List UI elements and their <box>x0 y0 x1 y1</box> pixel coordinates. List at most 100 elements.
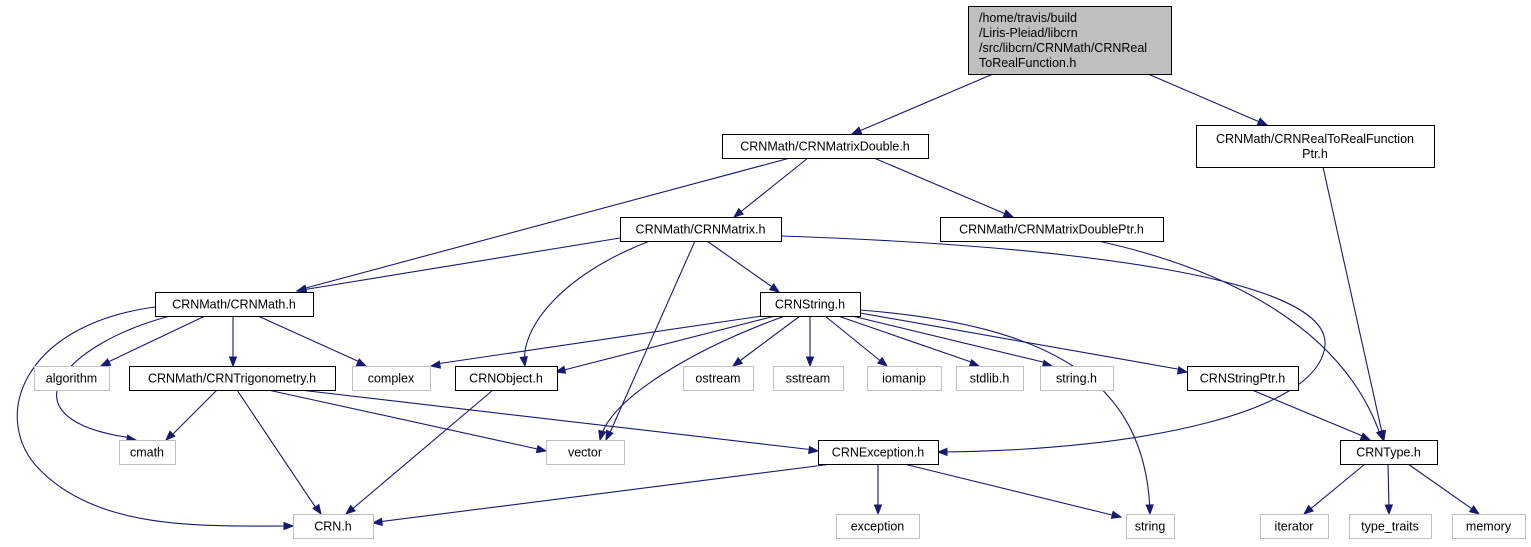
edge-root-to-rrfptr <box>1147 73 1269 126</box>
node-label-line: /home/travis/build <box>979 11 1077 25</box>
node-type[interactable]: CRNType.h <box>1340 440 1438 465</box>
edge-line <box>859 309 1151 512</box>
node-matrix[interactable]: CRNMath/CRNMatrix.h <box>620 217 782 242</box>
arrowhead <box>876 356 889 367</box>
arrowhead <box>873 504 883 516</box>
node-label-line: vector <box>568 446 602 460</box>
edge-matrix-to-math <box>295 237 621 294</box>
node-object[interactable]: CRNObject.h <box>455 366 558 391</box>
edge-type-to-memory <box>1407 463 1481 515</box>
node-box <box>818 440 939 465</box>
node-box <box>956 366 1024 391</box>
node-box <box>940 217 1164 242</box>
arrowhead <box>1359 432 1372 441</box>
edge-line <box>524 240 651 364</box>
edge-string_h-to-vector <box>598 315 786 442</box>
node-exception_h[interactable]: CRNException.h <box>818 440 939 465</box>
edge-trig-to-vector <box>267 389 548 454</box>
edge-trig-to-exception_h <box>299 389 820 455</box>
edge-line <box>257 315 363 364</box>
edge-root-to-matrixdouble <box>850 73 994 135</box>
edge-exception_h-to-crn <box>371 463 833 526</box>
edge-line <box>856 73 994 133</box>
node-label-line: CRNMath/CRNMatrixDoublePtr.h <box>959 223 1144 237</box>
edge-line <box>1307 463 1366 512</box>
node-box <box>455 366 558 391</box>
node-crn[interactable]: CRN.h <box>293 514 374 539</box>
node-matrixdoubleptr[interactable]: CRNMath/CRNMatrixDoublePtr.h <box>940 217 1164 242</box>
arrowhead <box>312 503 322 516</box>
edge-string_h-to-complex <box>429 315 763 369</box>
arrowhead <box>968 358 981 367</box>
node-complex[interactable]: complex <box>352 366 431 391</box>
node-cstring[interactable]: string.h <box>1040 366 1114 391</box>
arrowhead <box>228 356 238 368</box>
edge-line <box>435 315 763 365</box>
node-label-line: CRNString.h <box>775 298 845 312</box>
edge-string_h-to-string <box>859 309 1154 516</box>
edge-math-to-algorithm <box>99 315 206 367</box>
node-math[interactable]: CRNMath/CRNMath.h <box>155 292 314 317</box>
node-label-line: type_traits <box>1361 520 1419 534</box>
edge-line <box>301 157 791 290</box>
edge-line <box>377 463 833 523</box>
node-stringptr[interactable]: CRNStringPtr.h <box>1187 366 1299 391</box>
node-string_h[interactable]: CRNString.h <box>760 292 861 317</box>
edge-line <box>1097 240 1382 438</box>
arrowhead <box>283 521 295 531</box>
node-iterator[interactable]: iterator <box>1260 514 1329 539</box>
edge-line <box>873 157 1009 216</box>
node-algorithm[interactable]: algorithm <box>34 366 110 391</box>
node-string[interactable]: string <box>1126 514 1175 539</box>
arrowhead <box>535 444 548 454</box>
node-trig[interactable]: CRNMath/CRNTrigonometry.h <box>129 366 336 391</box>
node-label-line: CRNObject.h <box>469 372 543 386</box>
arrowhead <box>605 429 614 442</box>
arrowhead <box>1110 510 1123 519</box>
node-stdlib[interactable]: stdlib.h <box>956 366 1024 391</box>
node-box <box>119 440 176 465</box>
arrowhead <box>936 447 948 457</box>
node-label-line: string.h <box>1056 372 1097 386</box>
edge-object-to-crn <box>344 389 494 515</box>
edge-line <box>16 306 290 527</box>
node-iomanip[interactable]: iomanip <box>867 366 942 391</box>
edge-line <box>169 389 218 438</box>
node-label-line: sstream <box>786 372 830 386</box>
node-label-line: memory <box>1466 520 1512 534</box>
edge-matrixdouble-to-matrixdoubleptr <box>873 157 1015 218</box>
node-box <box>1126 514 1175 539</box>
arrowhead <box>768 283 781 293</box>
node-matrixdouble[interactable]: CRNMath/CRNMatrixDouble.h <box>722 134 929 159</box>
arrowhead <box>1302 504 1315 515</box>
arrowhead <box>1002 209 1015 218</box>
node-exception[interactable]: exception <box>836 514 920 539</box>
node-root[interactable]: /home/travis/build/Liris-Pleiad/libcrn/s… <box>968 6 1172 75</box>
node-vector[interactable]: vector <box>546 440 625 465</box>
node-label-line: ostream <box>695 372 740 386</box>
node-sstream[interactable]: sstream <box>773 366 844 391</box>
node-box <box>722 134 929 159</box>
edge-line <box>736 315 801 364</box>
arrowhead <box>429 360 442 369</box>
edge-matrixdoubleptr-to-type <box>1097 240 1384 442</box>
nodes-layer: /home/travis/build/Liris-Pleiad/libcrn/s… <box>34 6 1526 539</box>
node-cmath[interactable]: cmath <box>119 440 176 465</box>
edge-line <box>1322 166 1384 438</box>
edge-line <box>1387 463 1390 511</box>
node-label-line: algorithm <box>46 372 97 386</box>
node-label-line: ToRealFunction.h <box>979 56 1076 70</box>
edge-matrix-to-string_h <box>706 240 781 293</box>
edge-math-to-trig <box>228 316 238 368</box>
arrowhead <box>355 358 368 367</box>
arrowhead <box>519 356 528 368</box>
node-box <box>34 366 110 391</box>
node-label-line: Ptr.h <box>1302 147 1328 161</box>
node-ostream[interactable]: ostream <box>683 366 754 391</box>
edge-line <box>607 240 696 438</box>
node-box <box>1452 514 1526 539</box>
node-memory[interactable]: memory <box>1452 514 1526 539</box>
node-type_traits[interactable]: type_traits <box>1349 514 1432 539</box>
